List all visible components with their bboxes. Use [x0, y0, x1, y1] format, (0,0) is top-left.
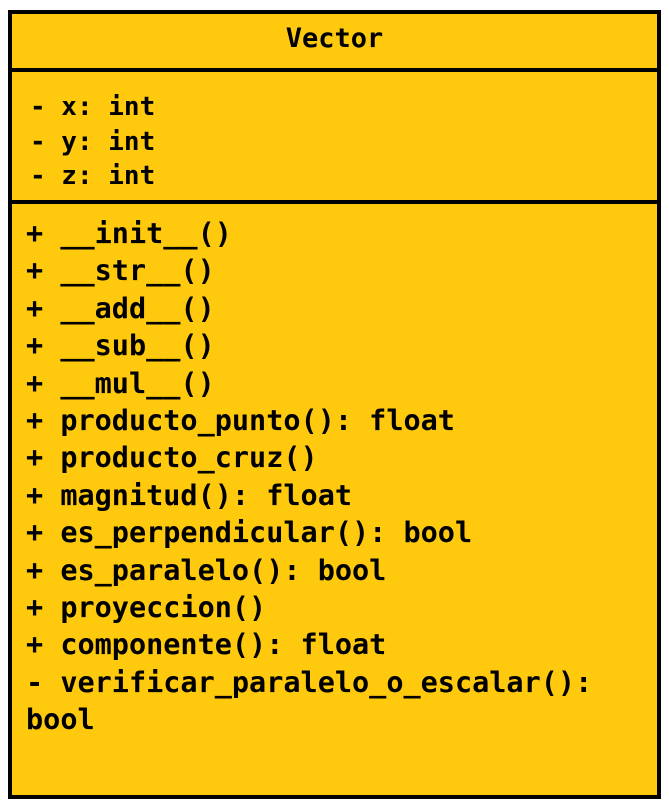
class-header: Vector [12, 14, 657, 72]
method-sub: + __sub__() [26, 329, 215, 363]
method-mul: + __mul__() [26, 366, 215, 400]
method-producto-punto: + producto_punto(): float [26, 404, 455, 438]
uml-class-box: Vector - x: int - y: int - z: int + __in… [8, 10, 661, 799]
method-init: + __init__() [26, 217, 232, 250]
method-componente: + componente(): float [26, 628, 387, 662]
method-verificar-return-type: bool [26, 703, 95, 737]
method-magnitud: + magnitud(): float [26, 478, 353, 512]
method-producto-cruz: + producto_cruz() [26, 441, 318, 475]
attribute-y: - y: int [30, 126, 156, 157]
method-verificar-paralelo-o-escalar: - verificar_paralelo_o_escalar(): [26, 665, 593, 699]
method-es-perpendicular: + es_perpendicular(): bool [26, 516, 473, 550]
method-proyeccion: + proyeccion() [26, 591, 267, 625]
attribute-z: - z: int [30, 161, 156, 191]
attribute-x: - x: int [30, 92, 156, 122]
method-str: + __str__() [26, 254, 215, 288]
methods-compartment: + __init__() + __str__() + __add__() + _… [12, 204, 657, 795]
method-add: + __add__() [26, 291, 215, 325]
class-name: Vector [285, 23, 384, 54]
method-es-paralelo: + es_paralelo(): bool [26, 553, 387, 587]
attributes-compartment: - x: int - y: int - z: int [12, 72, 657, 204]
